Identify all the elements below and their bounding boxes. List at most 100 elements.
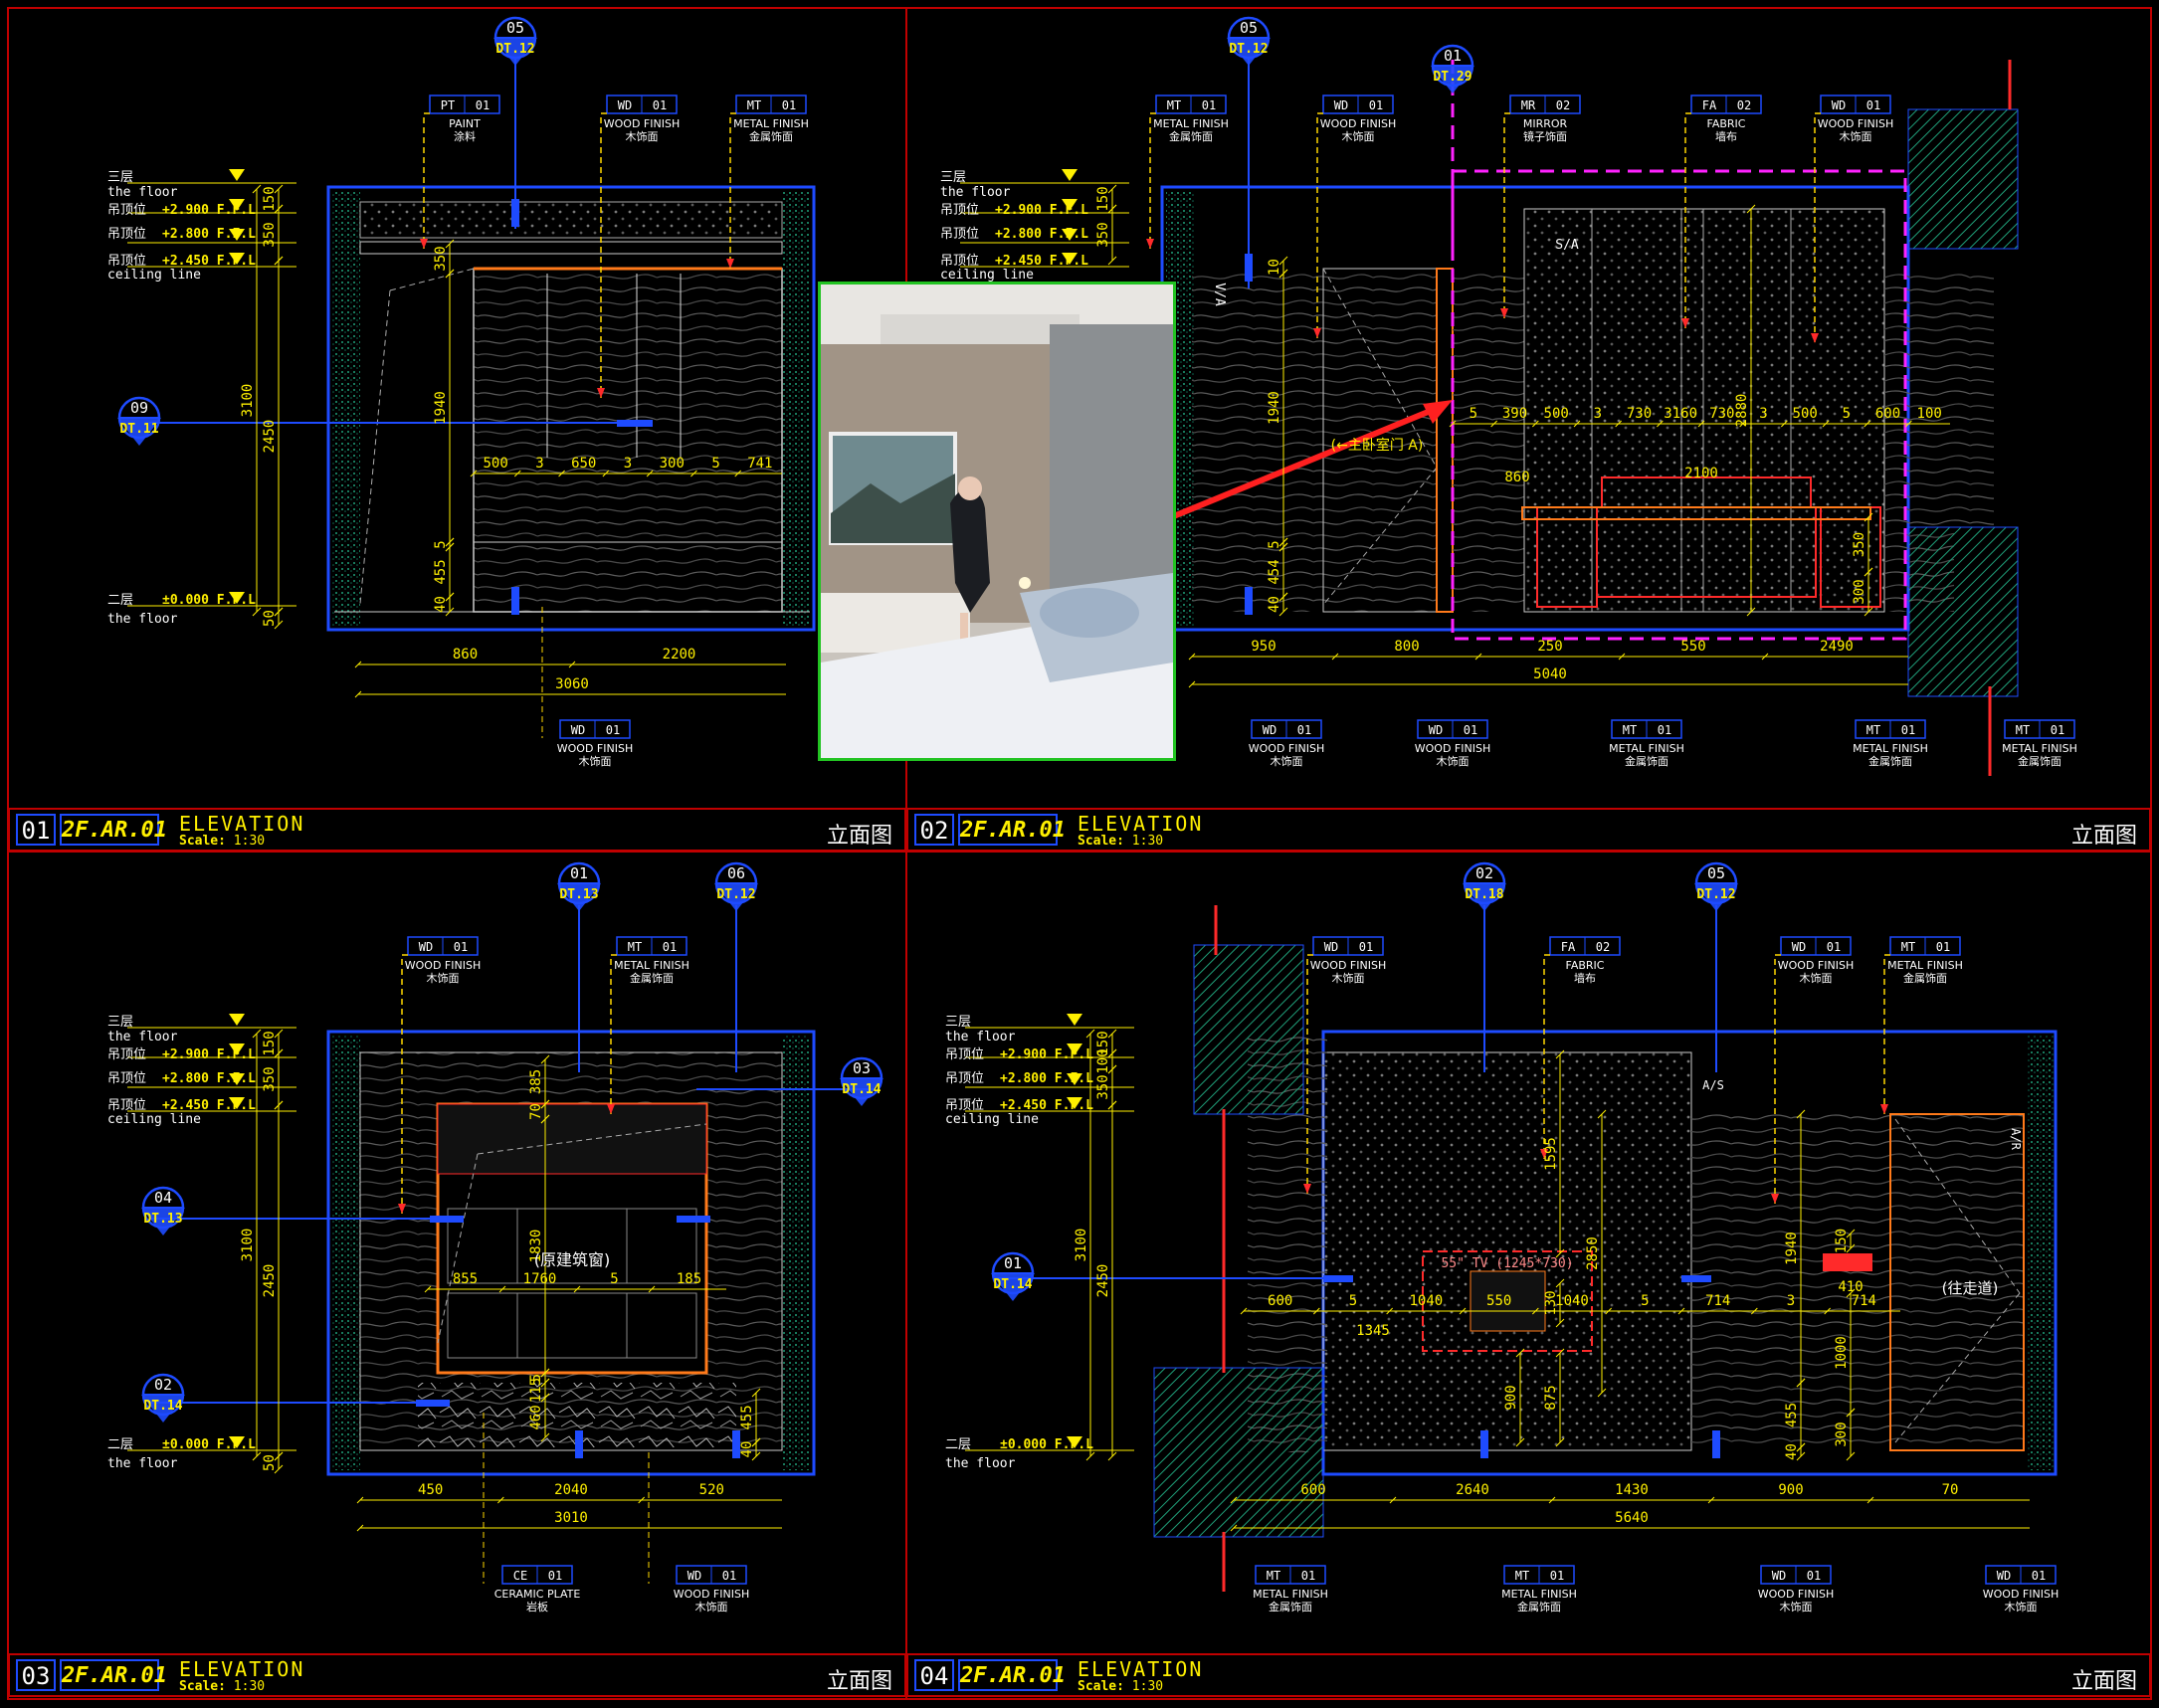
dimension-label: 714	[1705, 1293, 1730, 1309]
dimension-label: 5	[1267, 540, 1282, 548]
elevation-02	[1058, 59, 2019, 776]
callout-sheet-ref: DT.12	[716, 887, 755, 902]
level-cn: 吊顶位	[945, 1098, 984, 1113]
tag-number: 01	[476, 98, 490, 112]
level-en: the floor	[945, 1456, 1016, 1471]
callout-sheet-ref: DT.11	[119, 422, 158, 437]
dimension-label: 450	[418, 1482, 443, 1498]
dimension-label: 10	[1267, 259, 1282, 276]
tag-number: 01	[1359, 940, 1373, 954]
callout-number: 05	[506, 19, 524, 37]
dimension-label: 350	[262, 1066, 278, 1091]
dimension-label: 550	[1680, 639, 1705, 655]
callout-number: 02	[154, 1376, 172, 1394]
level-en: the floor	[945, 1030, 1016, 1044]
dimension-label: 730	[1709, 406, 1734, 422]
level-value: ±0.000 F.F.L	[162, 1437, 256, 1452]
tag-material-cn: 岩板	[526, 1600, 548, 1613]
tag-material-cn: 木饰面	[695, 1600, 728, 1613]
tag-material-cn: 镜子饰面	[1523, 129, 1567, 143]
tag-number: 01	[663, 940, 677, 954]
tag-material-en: METAL FINISH	[2002, 742, 2077, 755]
level-markers	[127, 1014, 296, 1451]
tag-material-en: METAL FINISH	[1609, 742, 1684, 755]
level-value: ±0.000 F.F.L	[162, 593, 256, 608]
level-en: the floor	[107, 1456, 178, 1471]
tag-material-cn: 木饰面	[1332, 971, 1365, 985]
dimension-label: 1040	[1409, 1293, 1443, 1309]
tag-material-en: METAL FINISH	[733, 117, 809, 130]
tag-material-cn: 金属饰面	[630, 971, 674, 985]
dimension-label: 115	[528, 1378, 544, 1403]
callout-sheet-ref: DT.18	[1465, 887, 1503, 902]
elevation-01	[149, 59, 816, 632]
callout-number: 01	[1004, 1254, 1022, 1272]
dimension-label: 2450	[262, 1264, 278, 1298]
ar-label: A/R	[2009, 1128, 2023, 1150]
level-markers	[960, 169, 1129, 607]
view-title: ELEVATION	[179, 1657, 305, 1681]
dimension-label: 40	[1267, 596, 1282, 613]
tag-material-cn: 金属饰面	[749, 129, 793, 143]
level-cn: 三层	[107, 170, 133, 185]
callout-sheet-ref: DT.12	[1229, 42, 1268, 57]
callout-sheet-ref: DT.12	[495, 42, 534, 57]
tag-material-cn: 木饰面	[2005, 1600, 2038, 1613]
tag-material-en: WOOD FINISH	[405, 959, 481, 972]
dimension-label: 250	[1537, 639, 1562, 655]
level-cn: 二层	[107, 593, 133, 608]
dimension-label: 3010	[554, 1510, 588, 1526]
tag-material-cn: 金属饰面	[1868, 754, 1912, 768]
tag-material-en: WOOD FINISH	[604, 117, 680, 130]
tag-material-cn: 木饰面	[1437, 754, 1470, 768]
dimension-label: 860	[453, 647, 478, 663]
tag-material-cn: 木饰面	[579, 754, 612, 768]
callout-number: 05	[1240, 19, 1258, 37]
dimension-label: 40	[433, 596, 449, 613]
dimension-label: 5640	[1615, 1510, 1649, 1526]
callout-sheet-ref: DT.14	[143, 1399, 182, 1414]
dimension-label: 100	[1917, 406, 1942, 422]
tag-code: MT	[2016, 723, 2030, 737]
level-value: +2.900 F.F.L	[162, 203, 256, 218]
tag-material-en: PAINT	[449, 117, 481, 130]
tag-code: MT	[1866, 723, 1880, 737]
tag-material-cn: 金属饰面	[1169, 129, 1213, 143]
tag-code: MT	[1267, 1569, 1280, 1583]
dimension-label: 3160	[1664, 406, 1697, 422]
dimension-label: 1760	[523, 1271, 557, 1287]
dimension-label: 5	[711, 456, 719, 472]
tag-material-en: METAL FINISH	[1501, 1588, 1577, 1601]
dimension-label: 350	[1852, 532, 1867, 557]
callout-sheet-ref: DT.13	[559, 887, 598, 902]
view-title: ELEVATION	[179, 812, 305, 836]
tag-material-cn: 木饰面	[1800, 971, 1833, 985]
dimension-label: 185	[677, 1271, 701, 1287]
dimension-label: 875	[1543, 1385, 1559, 1410]
tag-material-en: MIRROR	[1523, 117, 1568, 130]
tag-number: 01	[782, 98, 796, 112]
tag-material-cn: 墙布	[1574, 971, 1596, 985]
dimension-label: 300	[1852, 579, 1867, 604]
dimension-label: 350	[433, 246, 449, 271]
tag-number: 01	[1807, 1569, 1821, 1583]
tag-material-cn: 木饰面	[1342, 129, 1375, 143]
tag-code: FA	[1561, 940, 1576, 954]
tag-code: CE	[513, 1569, 527, 1583]
dimension-label: 70	[528, 1103, 544, 1120]
